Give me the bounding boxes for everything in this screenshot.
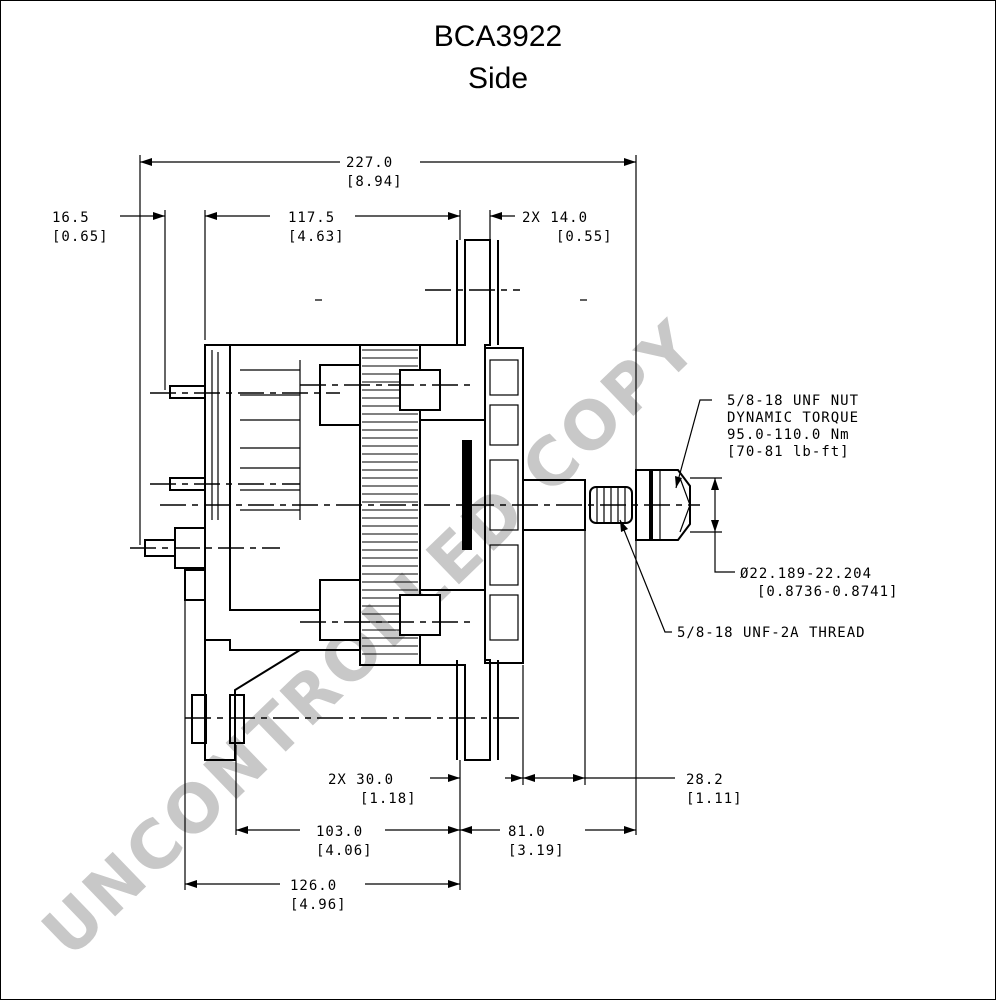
dim-mount-flange-in: [4.96] bbox=[290, 897, 347, 913]
nut-callout-line-4: [70-81 lb-ft] bbox=[727, 444, 850, 460]
centerlines bbox=[130, 289, 700, 719]
dim-flange-in: [0.55] bbox=[556, 229, 613, 245]
shaft-diameter-mm: Ø22.189-22.204 bbox=[740, 566, 872, 582]
rear-fins bbox=[211, 350, 301, 520]
extension-lines bbox=[139, 155, 722, 890]
dim-rear-mount-mm: 103.0 bbox=[316, 824, 363, 840]
dim-mount-width-mm: 2X 30.0 bbox=[328, 772, 394, 788]
nut-callout-line-2: DYNAMIC TORQUE bbox=[727, 410, 859, 426]
leader-lines bbox=[619, 399, 712, 633]
dim-front-ext-mm: 81.0 bbox=[508, 824, 546, 840]
nut-callout-line-3: 95.0-110.0 Nm bbox=[727, 427, 850, 443]
view-title: Side bbox=[467, 62, 529, 95]
dim-overall-in: [8.94] bbox=[346, 174, 403, 190]
rear-housing-inner bbox=[229, 345, 360, 611]
thread-callout: 5/8-18 UNF-2A THREAD bbox=[677, 625, 866, 641]
upper-bolt-head bbox=[399, 369, 441, 411]
terminal-studs bbox=[144, 385, 206, 601]
dim-body-in: [4.63] bbox=[288, 229, 345, 245]
dimension-labels: 227.0 [8.94] 16.5 [0.65] 117.5 [4.63] 2X… bbox=[52, 155, 743, 913]
dim-shaft-step-in: [1.11] bbox=[686, 791, 743, 807]
dim-terminal-mm: 16.5 bbox=[52, 210, 90, 226]
lower-bolt-head bbox=[399, 594, 441, 636]
nut bbox=[651, 469, 691, 541]
stator-fins bbox=[362, 349, 418, 655]
fan-segments bbox=[489, 359, 519, 641]
part-number-title: BCA3922 bbox=[433, 20, 563, 53]
alternator-outline bbox=[144, 239, 691, 761]
upper-mount-ear bbox=[456, 240, 499, 345]
callout-labels: 5/8-18 UNF NUT DYNAMIC TORQUE 95.0-110.0… bbox=[677, 393, 898, 641]
dim-terminal-in: [0.65] bbox=[52, 229, 109, 245]
dim-mount-width-in: [1.18] bbox=[360, 791, 417, 807]
upper-through-bolt bbox=[319, 364, 361, 426]
nameplate-text-block bbox=[462, 440, 472, 550]
nut-callout-line-1: 5/8-18 UNF NUT bbox=[727, 393, 859, 409]
dim-front-ext-in: [3.19] bbox=[508, 843, 565, 859]
shaft-diameter-in: [0.8736-0.8741] bbox=[757, 584, 898, 600]
lower-mount-ear bbox=[456, 660, 499, 760]
dim-body-mm: 117.5 bbox=[288, 210, 335, 226]
lower-through-bolt bbox=[319, 579, 361, 641]
dim-flange-mm: 2X 14.0 bbox=[522, 210, 588, 226]
dim-rear-mount-in: [4.06] bbox=[316, 843, 373, 859]
dimension-lines bbox=[120, 158, 735, 888]
rear-mount-foot-2 bbox=[229, 694, 245, 744]
rear-mount-foot bbox=[191, 694, 207, 744]
dim-mount-flange-mm: 126.0 bbox=[290, 878, 337, 894]
dim-shaft-step-mm: 28.2 bbox=[686, 772, 724, 788]
dim-overall-mm: 227.0 bbox=[346, 155, 393, 171]
